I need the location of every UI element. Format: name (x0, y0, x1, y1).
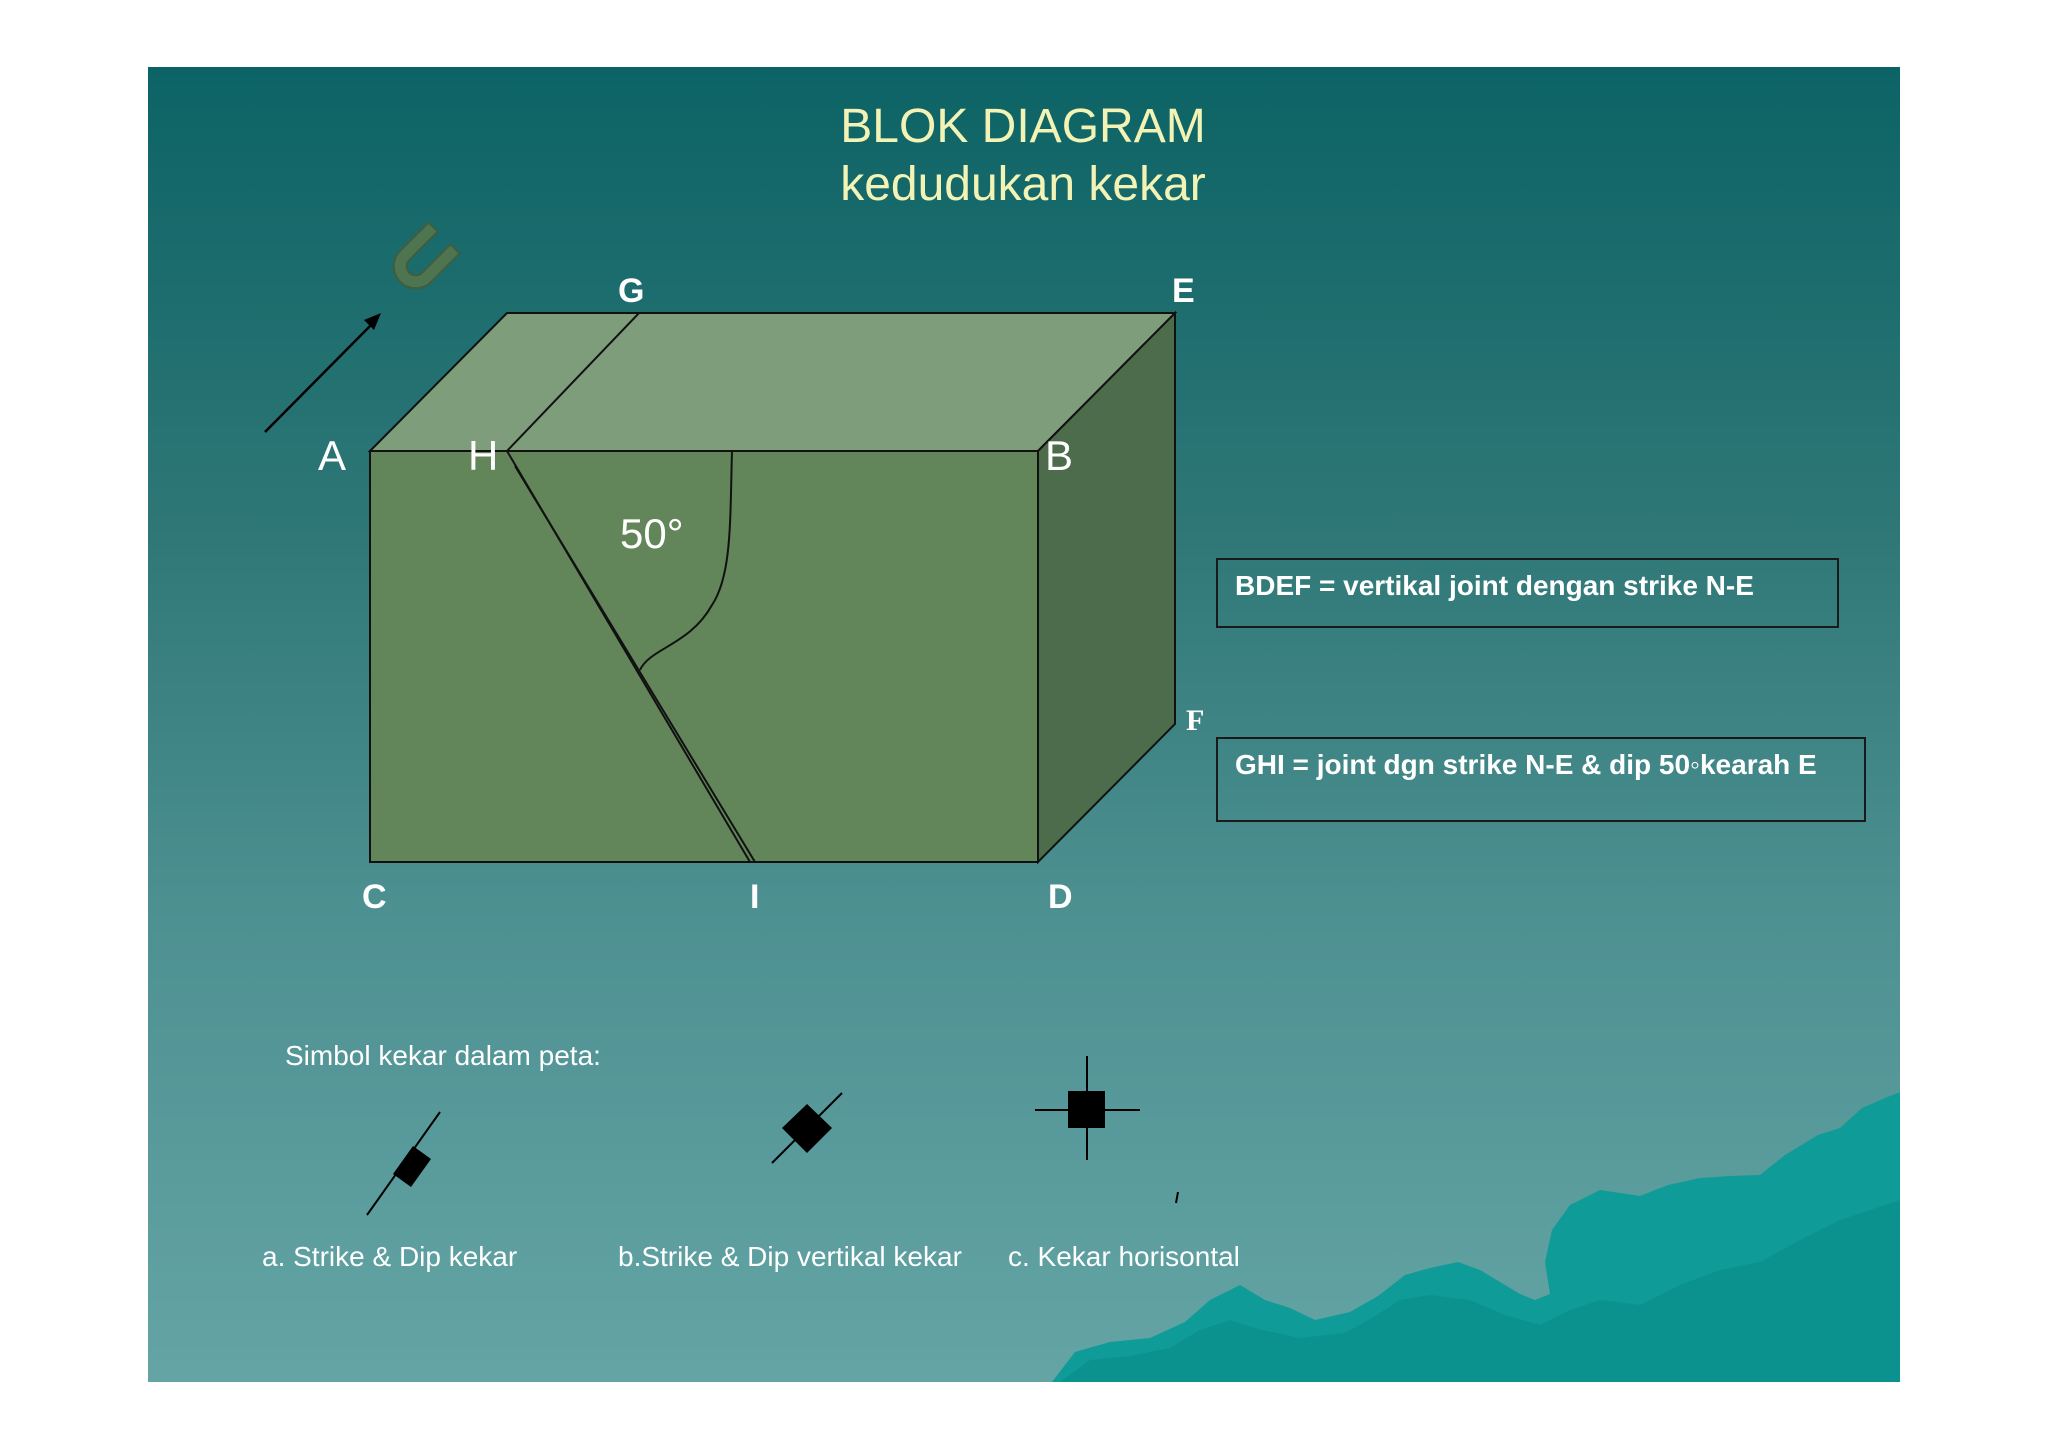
vertex-label-c: C (362, 878, 387, 916)
vertex-label-b: B (1045, 432, 1073, 479)
info-box-bdef-text: BDEF = vertikal joint dengan strike N-E (1235, 570, 1754, 601)
vertex-label-a: A (318, 432, 346, 479)
joint-plane-ghi (506, 312, 756, 863)
north-arrow-label: U (0, 0, 1, 1)
vertex-label-d: D (1048, 878, 1073, 916)
info-box-ghi-text: GHI = joint dgn strike N-E & dip 50◦kear… (1235, 749, 1817, 780)
block-top-face (367, 312, 1178, 452)
symbols-heading: Simbol kekar dalam peta: (285, 1040, 601, 1071)
vertex-label-i: I (750, 878, 759, 916)
north-u-icon (392, 220, 462, 290)
vertex-label-g: G (618, 272, 644, 310)
mountain-silhouette (1052, 1092, 1900, 1382)
vertex-label-f: F (1186, 704, 1204, 737)
vertical-joint-symbol-icon (771, 1092, 843, 1164)
dip-angle-label: 50° (620, 510, 684, 557)
title-line1: BLOK DIAGRAM (840, 100, 1205, 153)
dip-angle-arc (639, 450, 733, 671)
symbol-caption-a: a. Strike & Dip kekar (262, 1241, 517, 1272)
info-box-ghi (1216, 737, 1866, 822)
vertex-label-h: H (468, 432, 498, 479)
block-front-face (369, 450, 1039, 863)
strike-dip-symbol-icon (366, 1111, 441, 1216)
symbol-caption-c: c. Kekar horisontal (1008, 1241, 1240, 1272)
north-arrow (264, 313, 381, 433)
info-box-bdef (1216, 558, 1839, 628)
symbol-caption-b: b.Strike & Dip vertikal kekar (618, 1241, 962, 1272)
vertex-label-e: E (1172, 272, 1195, 310)
stray-mark (1175, 1191, 1179, 1204)
horizontal-joint-symbol-icon (1035, 1056, 1140, 1160)
title-line2: kedudukan kekar (840, 158, 1206, 211)
